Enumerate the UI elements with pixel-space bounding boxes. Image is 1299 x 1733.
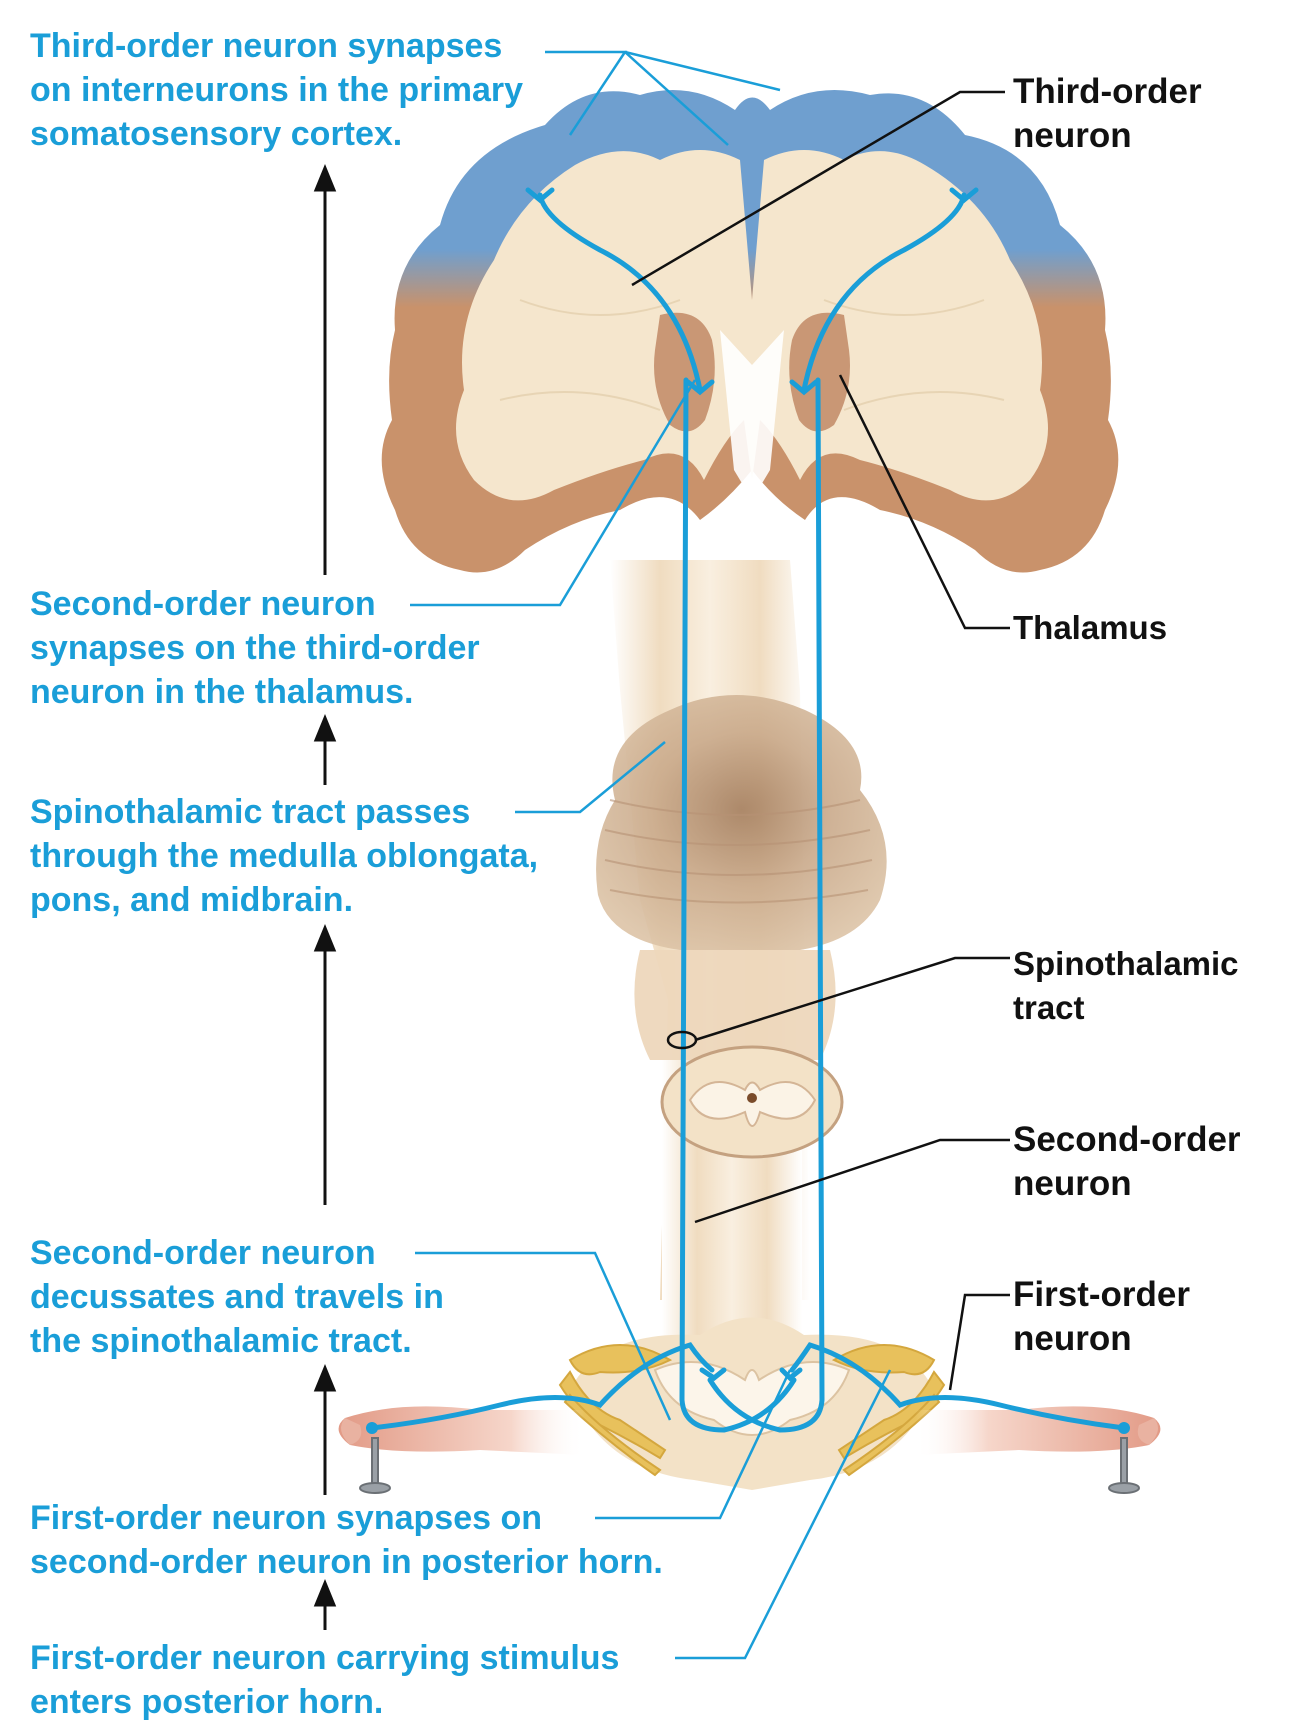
label-line: neuron	[1013, 1164, 1132, 1203]
label-line: Spinothalamic tract passes	[30, 793, 471, 831]
thalamus-left	[654, 312, 715, 432]
label-line: Spinothalamic	[1013, 945, 1239, 982]
label-line: second-order neuron in posterior horn.	[30, 1543, 663, 1581]
label-line: Third-order neuron synapses	[30, 27, 503, 65]
finger-left	[338, 1406, 585, 1455]
label-line: neuron	[1013, 116, 1132, 155]
neuron-pathways	[369, 192, 1127, 1433]
label-spinothalamic-tract: Spinothalamic tract	[1013, 942, 1239, 1030]
sequence-arrows	[313, 164, 337, 1630]
cord-cross-section-upper	[660, 1045, 844, 1159]
label-line: First-order neuron synapses on	[30, 1499, 542, 1537]
label-line: tract	[1013, 989, 1085, 1026]
label-decussates: Second-order neuron decussates and trave…	[30, 1231, 444, 1363]
label-line: Second-order neuron	[30, 585, 376, 623]
label-second-order-synapse: Second-order neuron synapses on the thir…	[30, 582, 480, 714]
label-line: neuron in the thalamus.	[30, 673, 414, 711]
finger-right	[915, 1406, 1161, 1455]
cerebrum	[381, 90, 1119, 573]
black-leader-lines	[631, 90, 1010, 1391]
label-line: pons, and midbrain.	[30, 881, 354, 919]
label-line: Third-order	[1013, 72, 1202, 111]
label-line: somatosensory cortex.	[30, 115, 403, 153]
label-third-order-synapse: Third-order neuron synapses on interneur…	[30, 24, 523, 156]
label-line: enters posterior horn.	[30, 1683, 384, 1721]
second-order-neuron-right	[679, 377, 797, 1433]
pons	[596, 695, 887, 950]
label-line: neuron	[1013, 1319, 1132, 1358]
label-line: Thalamus	[1013, 609, 1168, 646]
label-line: on interneurons in the primary	[30, 71, 524, 109]
first-order-neuron-right	[789, 1342, 1127, 1431]
label-tract-passes: Spinothalamic tract passes through the m…	[30, 790, 538, 922]
third-ventricle	[720, 330, 784, 500]
label-line: the spinothalamic tract.	[30, 1322, 412, 1360]
pin-left	[359, 1437, 391, 1494]
first-order-neuron-left	[369, 1342, 715, 1431]
label-second-order-neuron: Second-order neuron	[1013, 1118, 1241, 1206]
label-first-synapse: First-order neuron synapses on second-or…	[30, 1496, 663, 1584]
label-line: Second-order	[1013, 1120, 1241, 1159]
third-order-neuron-left	[537, 192, 703, 393]
thalamus-right	[789, 312, 850, 432]
label-first-order-neuron: First-order neuron	[1013, 1273, 1190, 1361]
second-order-neuron-left	[707, 377, 825, 1433]
label-line: Second-order neuron	[30, 1234, 376, 1272]
third-order-neuron-right	[801, 192, 967, 393]
lower-cord	[570, 1317, 934, 1490]
label-first-enters: First-order neuron carrying stimulus ent…	[30, 1636, 619, 1724]
label-thalamus: Thalamus	[1013, 606, 1167, 650]
pin-right	[1108, 1437, 1140, 1494]
label-line: synapses on the third-order	[30, 629, 480, 667]
label-line: First-order	[1013, 1275, 1190, 1314]
label-third-order-neuron: Third-order neuron	[1013, 70, 1202, 158]
label-line: through the medulla oblongata,	[30, 837, 539, 875]
blue-leader-lines	[410, 50, 892, 1660]
label-line: First-order neuron carrying stimulus	[30, 1639, 620, 1677]
label-line: decussates and travels in	[30, 1278, 444, 1316]
